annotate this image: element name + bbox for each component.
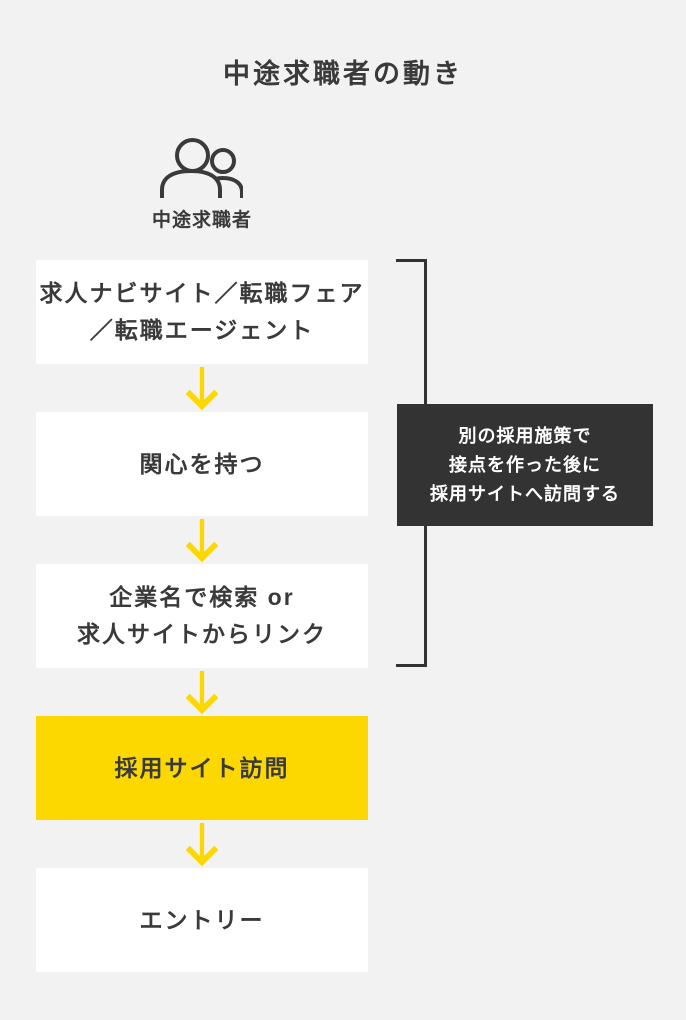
step-box-search-or-link: 企業名で検索 or 求人サイトからリンク — [36, 564, 368, 668]
arrow-down-icon — [185, 670, 219, 714]
step-box-interest: 関心を持つ — [36, 412, 368, 516]
people-icon — [160, 138, 243, 198]
arrow-down-icon — [185, 366, 219, 410]
step-box-entry: エントリー — [36, 868, 368, 972]
step-box-job-sources: 求人ナビサイト／転職フェア ／転職エージェント — [36, 260, 368, 364]
arrow-down-icon — [185, 822, 219, 866]
step-box-site-visit: 採用サイト訪問 — [36, 716, 368, 820]
actor-label: 中途求職者 — [151, 210, 252, 231]
diagram-title: 中途求職者の動き — [223, 59, 463, 89]
arrow-down-icon — [185, 518, 219, 562]
annotation-box: 別の採用施策で 接点を作った後に 採用サイトへ訪問する — [397, 404, 653, 526]
